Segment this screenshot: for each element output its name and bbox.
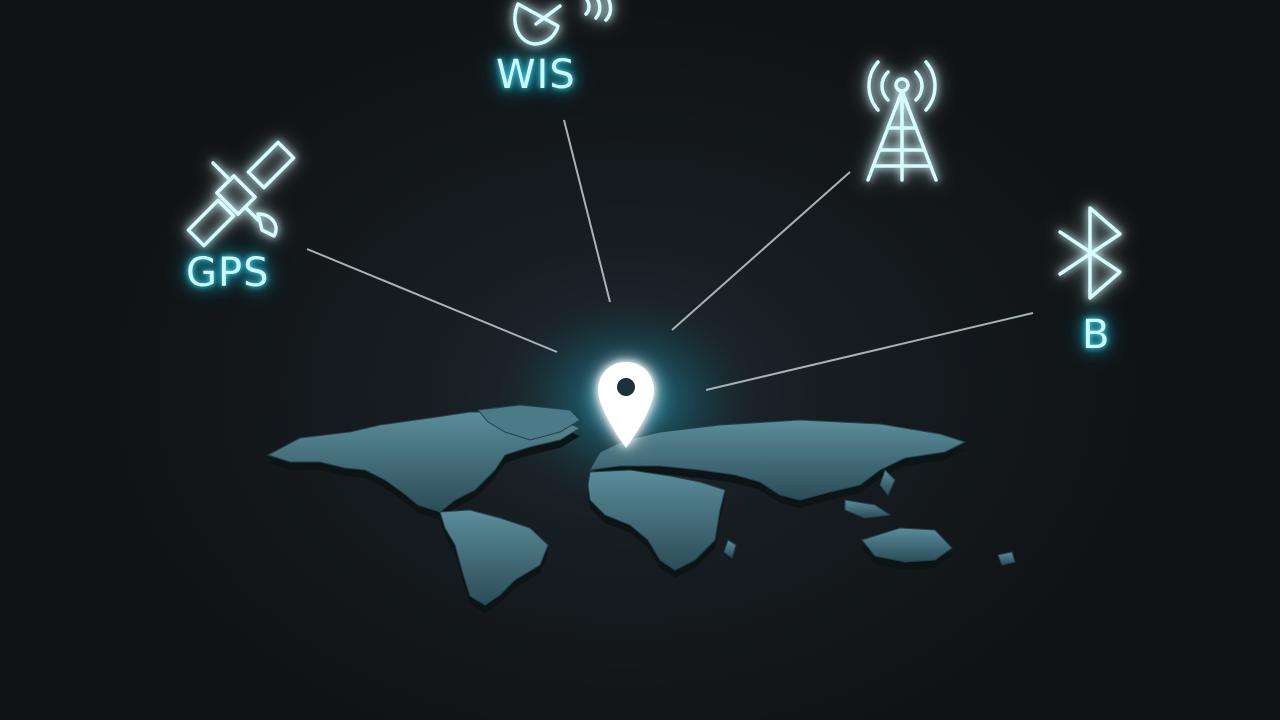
connector-lines: [306, 119, 1034, 391]
wis-label: WIS: [496, 52, 576, 98]
world-map: [266, 404, 1016, 613]
cell-tower-icon: [866, 60, 938, 182]
connector-wis: [563, 119, 611, 303]
gps-label: GPS: [186, 250, 270, 296]
satellite-icon: [186, 140, 296, 248]
connector-gps: [306, 248, 558, 353]
bluetooth-icon: [1058, 206, 1122, 300]
connector-cell: [671, 171, 851, 331]
bluetooth-label: B: [1082, 312, 1111, 358]
location-pin-icon: [598, 362, 654, 448]
satellite-dish-icon: [513, 0, 613, 46]
connector-bluetooth: [705, 312, 1034, 391]
